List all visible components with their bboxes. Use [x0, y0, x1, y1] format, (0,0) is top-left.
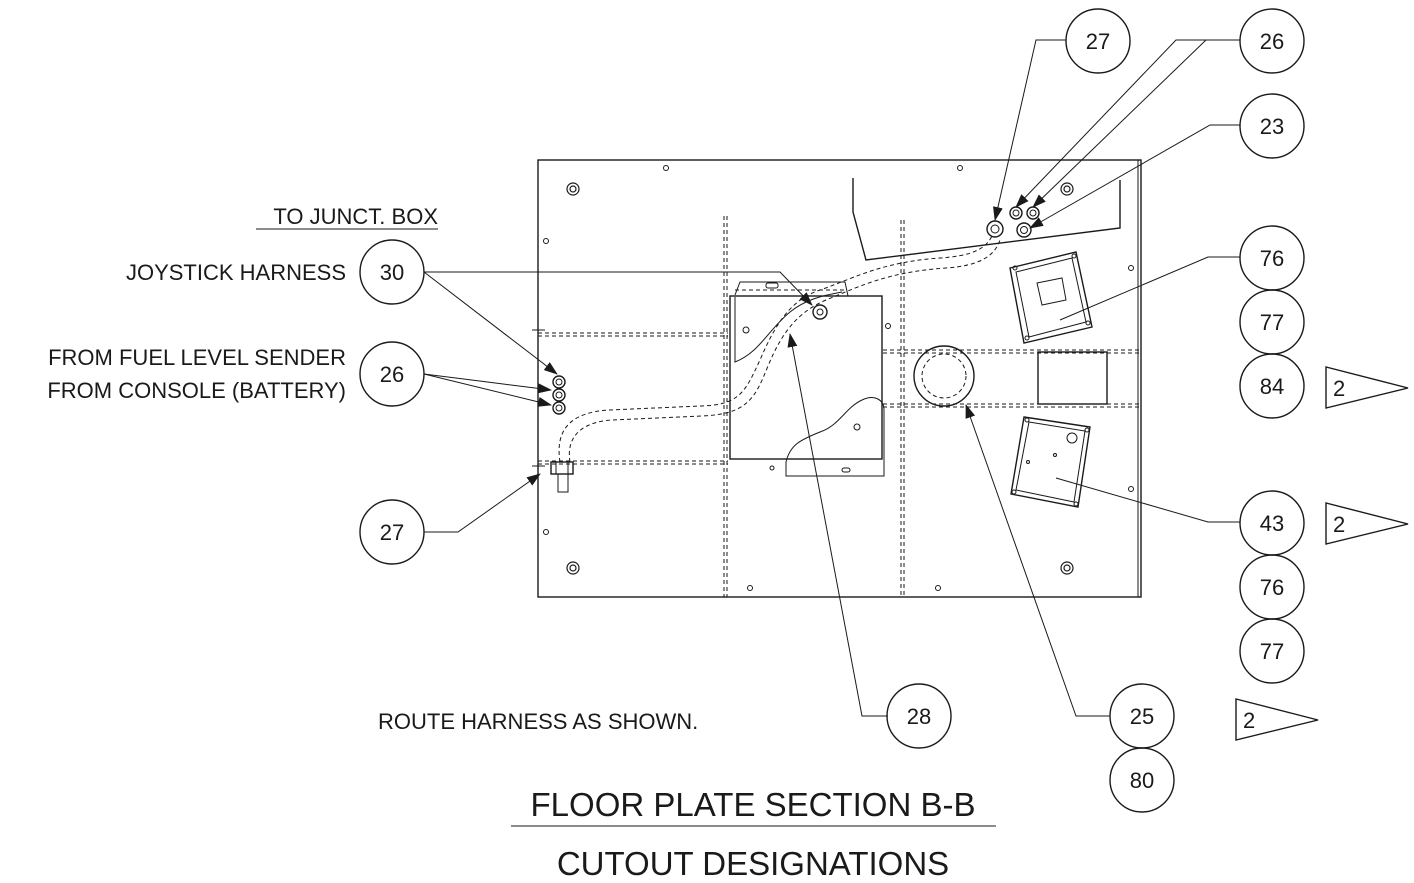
joystick-harness-label: JOYSTICK HARNESS: [126, 260, 346, 285]
bubble-77-b: 77: [1239, 618, 1305, 684]
callout-bubbles: 27 26 23 76 77 84 30 26 27 43 76 77 28 2…: [359, 8, 1305, 813]
svg-text:27: 27: [1086, 29, 1110, 54]
bubble-84: 84: [1239, 353, 1305, 419]
svg-text:30: 30: [380, 260, 404, 285]
svg-text:77: 77: [1260, 639, 1284, 664]
bubble-76-a: 76: [1239, 225, 1305, 291]
bubble-27-top: 27: [1065, 8, 1131, 74]
bubble-43: 43: [1239, 490, 1305, 556]
hidden-channels: [538, 216, 1141, 597]
bolt-holes: [543, 165, 1134, 591]
svg-text:43: 43: [1260, 511, 1284, 536]
bubble-77-a: 77: [1239, 289, 1305, 355]
titles: FLOOR PLATE SECTION B-B CUTOUT DESIGNATI…: [511, 786, 996, 882]
bubble-26-left: 26: [359, 341, 425, 407]
flag-note-1: 2: [1325, 366, 1409, 409]
bubble-27-left: 27: [359, 499, 425, 565]
access-hole: [913, 345, 975, 407]
cover-plate-upper: [1009, 251, 1093, 344]
grommets-top: [986, 206, 1040, 238]
cover-plate-lower: [1010, 416, 1091, 508]
bubble-30: 30: [359, 239, 425, 305]
section-subtitle: CUTOUT DESIGNATIONS: [557, 845, 949, 882]
svg-text:23: 23: [1260, 114, 1284, 139]
svg-text:25: 25: [1130, 704, 1154, 729]
svg-text:77: 77: [1260, 310, 1284, 335]
route-harness-note: ROUTE HARNESS AS SHOWN.: [378, 709, 698, 734]
bubble-26-top: 26: [1239, 8, 1305, 74]
svg-text:80: 80: [1130, 768, 1154, 793]
svg-text:2: 2: [1333, 376, 1345, 401]
svg-text:76: 76: [1260, 246, 1284, 271]
bubble-28: 28: [886, 683, 952, 749]
svg-text:2: 2: [1243, 708, 1255, 733]
flag-note-3: 2: [1235, 698, 1319, 741]
tank-outline: [852, 178, 1121, 261]
harness-route: [558, 235, 1001, 463]
section-title: FLOOR PLATE SECTION B-B: [531, 786, 976, 823]
bubble-23: 23: [1239, 93, 1305, 159]
svg-text:28: 28: [907, 704, 931, 729]
bubble-80: 80: [1109, 747, 1175, 813]
svg-text:84: 84: [1260, 374, 1284, 399]
to-junct-box-label: TO JUNCT. BOX: [273, 204, 438, 229]
svg-text:27: 27: [380, 520, 404, 545]
svg-text:26: 26: [380, 362, 404, 387]
svg-text:2: 2: [1333, 512, 1345, 537]
svg-text:76: 76: [1260, 575, 1284, 600]
floor-plate: [532, 159, 1142, 598]
leader-lines: [423, 39, 1240, 717]
grommets-left: [552, 375, 566, 415]
flag-note-2: 2: [1325, 502, 1409, 545]
flag-notes: 2 2 2: [1235, 366, 1409, 741]
console-battery-label: FROM CONSOLE (BATTERY): [47, 378, 346, 403]
text-notes: TO JUNCT. BOX JOYSTICK HARNESS FROM FUEL…: [47, 204, 698, 734]
bubble-25: 25: [1109, 683, 1175, 749]
left-clamp: [550, 461, 574, 493]
bubble-76-b: 76: [1239, 554, 1305, 620]
fuel-level-sender-label: FROM FUEL LEVEL SENDER: [48, 345, 346, 370]
svg-text:26: 26: [1260, 29, 1284, 54]
